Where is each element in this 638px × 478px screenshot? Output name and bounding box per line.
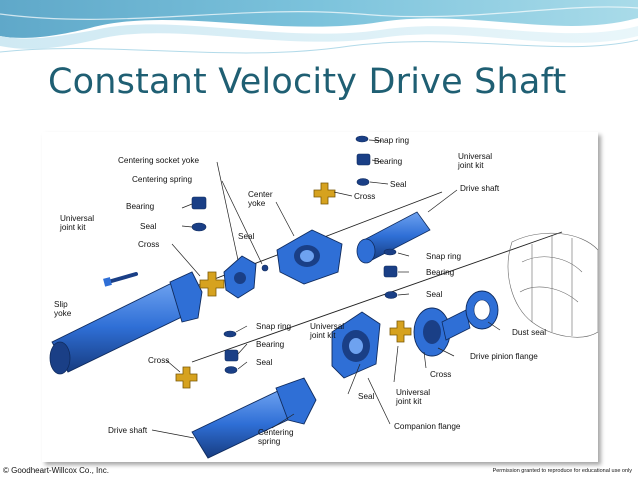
label-seal-left: Seal (140, 222, 157, 231)
label-slip-yoke: Slip yoke (54, 300, 72, 318)
slip-yoke-and-shaft (49, 271, 203, 375)
label-snap-ring-top: Snap ring (374, 136, 410, 145)
label-centering-spring-top: Centering spring (132, 175, 193, 184)
label-cross-left: Cross (138, 240, 160, 249)
label-seal-lower: Seal (256, 358, 273, 367)
leader-lines (151, 139, 501, 439)
label-drive-pinion-flange: Drive pinion flange (470, 352, 538, 361)
label-cross-top: Cross (354, 192, 376, 201)
drive-shaft-exploded-diagram: Snap ring Bearing Seal Universal joint k… (42, 132, 598, 462)
bolt-left (103, 272, 138, 287)
label-companion-flange: Companion flange (394, 422, 461, 431)
label-bearing-top: Bearing (374, 157, 403, 166)
lower-drive-shaft (191, 377, 317, 459)
label-seal-top: Seal (390, 180, 407, 189)
dust-seal (465, 290, 499, 330)
label-centering-socket-yoke: Centering socket yoke (118, 156, 200, 165)
upper-drive-shaft (356, 211, 431, 264)
crosses (175, 182, 412, 389)
copyright-footer: © Goodheart-Willcox Co., Inc. (3, 466, 109, 475)
label-drive-shaft-top: Drive shaft (460, 184, 500, 193)
label-dust-seal: Dust seal (512, 328, 547, 337)
label-universal-joint-kit-bottom: Universal joint kit (396, 388, 431, 406)
label-center-yoke: Center yoke (248, 190, 273, 208)
small-parts (191, 135, 458, 374)
label-seal-lower-center: Seal (358, 392, 375, 401)
label-bearing-right: Bearing (426, 268, 455, 277)
slide-title: Constant Velocity Drive Shaft (48, 62, 567, 102)
permission-footer: Permission granted to reproduce for educ… (492, 468, 632, 474)
center-yoke (276, 229, 343, 285)
companion-flange (331, 311, 381, 379)
label-cross-lower-left: Cross (148, 356, 170, 365)
label-drive-shaft-bottom: Drive shaft (108, 426, 148, 435)
header-wave-banner (0, 0, 638, 54)
label-centering-spring-bottom: Centering spring (258, 428, 294, 446)
label-bearing-left: Bearing (126, 202, 155, 211)
drive-pinion-flange (413, 307, 471, 357)
label-cross-lower-right: Cross (430, 370, 452, 379)
centering-socket-yoke (223, 255, 257, 299)
label-snap-ring-right: Snap ring (426, 252, 462, 261)
differential-housing-sketch (507, 232, 598, 338)
label-universal-joint-kit-lower: Universal joint kit (310, 322, 345, 340)
label-seal-center: Seal (238, 232, 255, 241)
label-snap-ring-lower: Snap ring (256, 322, 292, 331)
label-universal-joint-kit-top-right: Universal joint kit (458, 152, 493, 170)
label-bearing-lower: Bearing (256, 340, 285, 349)
label-seal-right: Seal (426, 290, 443, 299)
label-universal-joint-kit-left: Universal joint kit (60, 214, 95, 232)
diagram-artwork (49, 135, 598, 459)
